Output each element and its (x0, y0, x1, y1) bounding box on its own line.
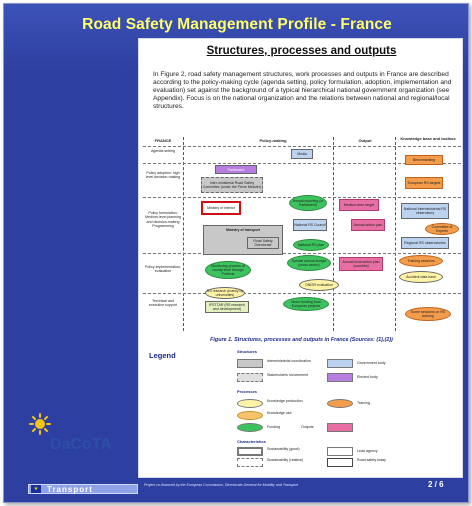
sun-logo-icon (29, 413, 51, 435)
annual-plan-box: Annual action plan (351, 219, 385, 231)
row-divider (143, 293, 461, 294)
legend-swatch (327, 373, 353, 382)
legend-swatch (327, 458, 353, 467)
legend-swatch (237, 359, 263, 368)
legend-item: Government body (357, 361, 386, 365)
legend-item: Lead agency (357, 449, 378, 453)
legend-item: Stakeholders involvement (267, 373, 309, 377)
slide-frame: Road Safety Management Profile - France … (3, 3, 469, 503)
regional-observatories-box: Regional RS observatories (401, 237, 449, 249)
row-label: Agenda setting (151, 149, 175, 153)
footer-note: Project co-financed by the European Comm… (144, 483, 298, 487)
row-divider (143, 253, 461, 254)
document-sheet: Structures, processes and outputs In Fig… (138, 38, 463, 478)
annual-reporting-ellipse: Annual reporting (to Parliament) (289, 195, 327, 211)
structure-diagram: FRANCE Policy-making Output Knowledge ba… (143, 136, 461, 331)
header-output: Output (358, 138, 372, 143)
accident-data-ellipse: Accident data bank (399, 271, 443, 283)
column-divider (333, 137, 334, 331)
rs-research-ellipse: RS research (mainly by universities) (205, 287, 245, 299)
medium-target-box: Medium-term target (339, 199, 379, 211)
legend: Legend Structures Interministerial coord… (149, 347, 455, 467)
special-budget-ellipse: Special annual budget (cross-sector) (287, 255, 331, 271)
rs-training-ellipse: Some sessions on RS training (405, 307, 451, 321)
legend-processes-label: Processes (237, 389, 258, 394)
benchmarking-box: Benchmarking (405, 155, 443, 165)
national-council-box: National RS Council (293, 219, 327, 231)
header-country: FRANCE (154, 138, 172, 143)
legend-characteristics-label: Characteristics (237, 439, 266, 444)
legend-swatch (237, 411, 263, 420)
annual-local-plan-box: Annual local action plan (counties) (339, 257, 383, 271)
legend-swatch (327, 447, 353, 456)
row-label: Policy implementation, evaluation (145, 265, 181, 274)
row-label: Policy formulation: Medium-level plannin… (145, 211, 181, 228)
row-divider (143, 163, 461, 164)
legend-title: Legend (149, 351, 176, 360)
legend-swatch (327, 359, 353, 368)
onisr-evaluation-ellipse: ONISR evaluation (299, 279, 339, 291)
european-targets-box: European RS targets (405, 177, 443, 189)
legend-item: Sustainability (good) (267, 447, 300, 451)
training-sessions-ellipse: Training sessions (399, 255, 443, 267)
ministry-interior-box: Ministry of Interior (201, 201, 241, 215)
monitoring-ellipse: Monitoring process at county level throu… (205, 261, 251, 279)
column-divider (395, 137, 396, 331)
legend-swatch (327, 399, 353, 408)
national-plan-ellipse: National RS plan (293, 239, 329, 251)
header-knowledge: Knowledge base and toolbox (400, 136, 456, 141)
page-number: 2 / 6 (428, 480, 444, 489)
parliament-box: Parliament (215, 165, 257, 174)
legend-item: Road safety today (357, 458, 386, 462)
european-funding-ellipse: Motor funding from European projects (283, 297, 329, 311)
dacota-logo: DaCoTA (28, 412, 124, 458)
legend-structures-label: Structures (237, 349, 258, 354)
legend-item: Outputs (301, 425, 314, 429)
media-box: Media (291, 149, 313, 159)
intro-paragraph: In Figure 2, road safety management stru… (153, 71, 452, 111)
legend-item: Funding (267, 425, 280, 429)
transport-banner: ★ Transport (28, 484, 138, 494)
transport-label: Transport (47, 484, 93, 494)
eu-flag-icon: ★ (31, 485, 41, 493)
legend-item: Elected body (357, 375, 378, 379)
legend-item: Sustainability (relative) (267, 458, 304, 462)
legend-swatch (237, 423, 263, 432)
rs-directorate-box: Road Safety Directorate (247, 237, 279, 249)
ifsttar-box: IFSTTAR (RS research and development) (205, 301, 249, 313)
figure-caption: Figure 1. Structures, processes and outp… (210, 337, 393, 343)
interministerial-box: Inter-ministerial Road Safety Committee … (201, 177, 263, 193)
legend-swatch (237, 447, 263, 456)
row-label: Policy adoption: high level decision-mak… (145, 171, 181, 180)
legend-swatch (237, 373, 263, 382)
legend-swatch (237, 458, 263, 467)
row-label: Technical and executive support (148, 299, 178, 308)
committee-experts-ellipse: Committee of Experts (425, 223, 459, 235)
page-title: Road Safety Management Profile - France (82, 16, 392, 33)
legend-item: Knowledge production (267, 399, 303, 403)
legend-item: Training (357, 401, 370, 405)
national-observatory-box: National Interministerial RS observatory (401, 203, 449, 219)
legend-item: Interministerial coordination (267, 359, 311, 363)
header-policy: Policy-making (259, 138, 287, 143)
legend-item: Knowledge use (267, 411, 292, 415)
row-divider (143, 146, 461, 147)
column-divider (183, 137, 184, 331)
section-subtitle: Structures, processes and outputs (206, 45, 397, 57)
logo-text: DaCoTA (50, 436, 112, 453)
legend-swatch (237, 399, 263, 408)
legend-swatch (327, 423, 353, 432)
